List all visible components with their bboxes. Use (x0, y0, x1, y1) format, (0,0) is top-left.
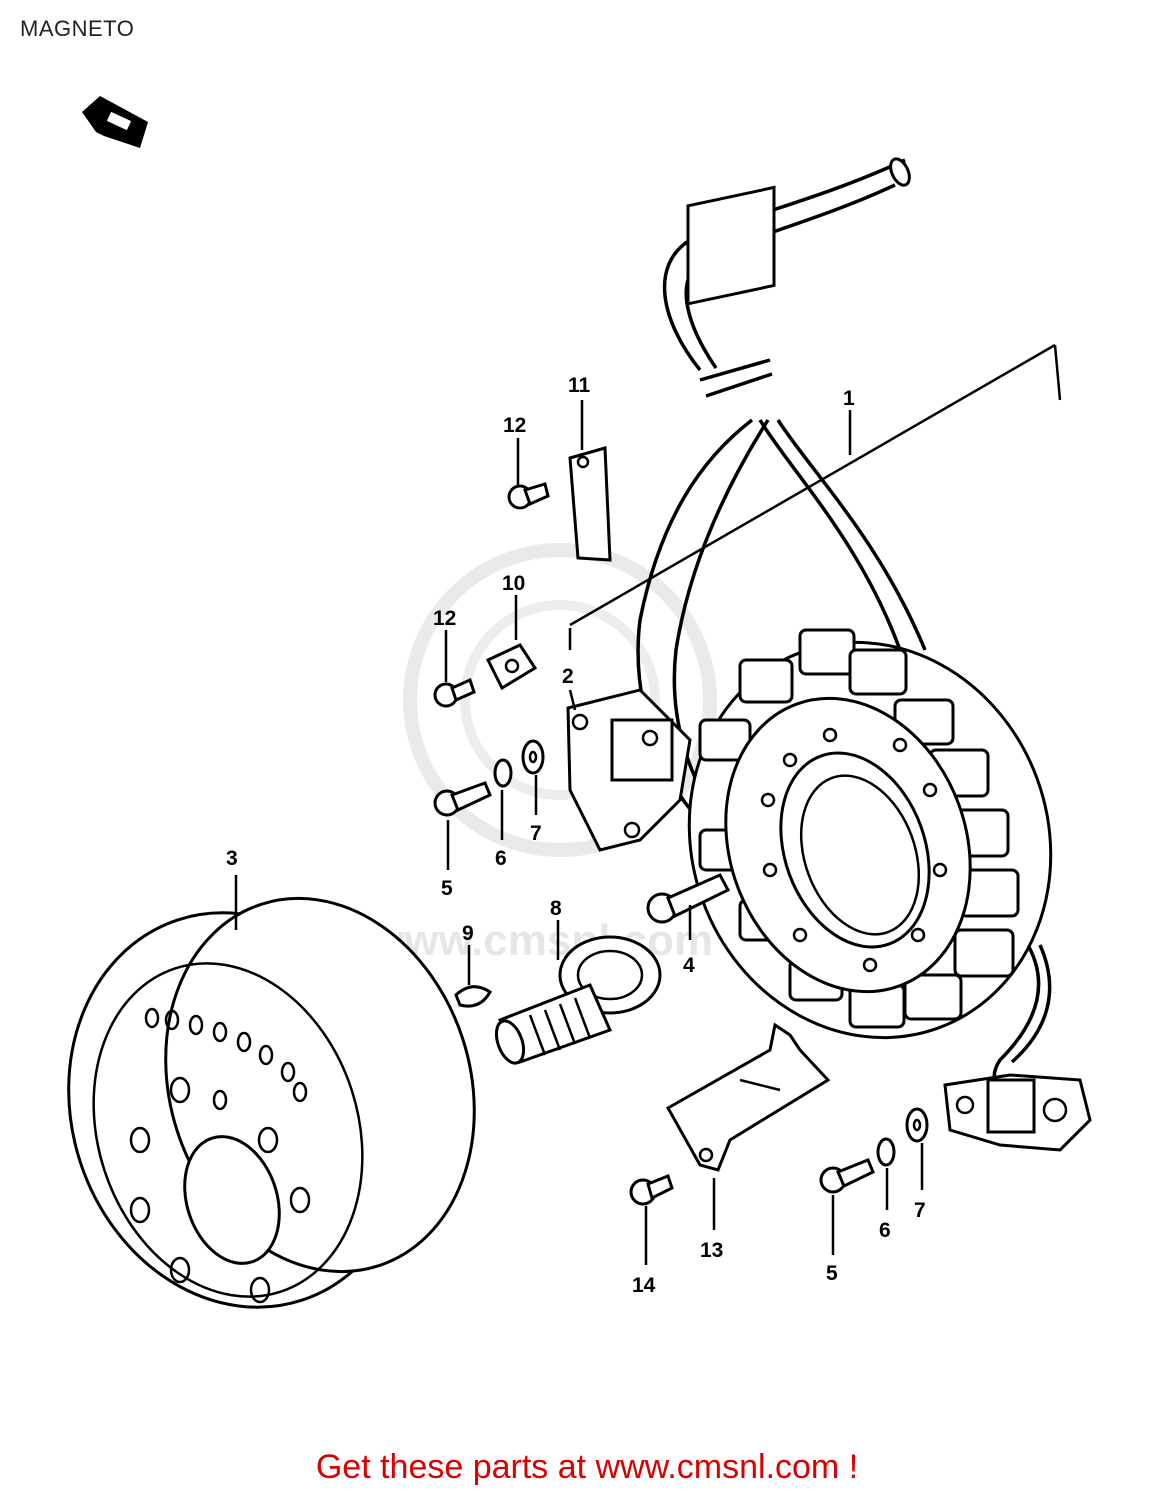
callout-13: 13 (700, 1239, 723, 1262)
callout-7-lower: 7 (914, 1199, 926, 1222)
callout-12-lower: 12 (433, 607, 456, 630)
screw-12-lower (433, 677, 476, 708)
callout-12-upper: 12 (503, 414, 526, 437)
callout-1: 1 (843, 387, 855, 410)
screw-5-lower (819, 1158, 875, 1194)
callout-14: 14 (632, 1274, 656, 1297)
footer-link-text[interactable]: Get these parts at www.cmsnl.com ! (315, 1448, 859, 1486)
clamp-10 (485, 643, 538, 691)
clamp-11 (568, 446, 612, 562)
washer-7-upper (521, 739, 545, 775)
callout-5-upper: 5 (441, 877, 453, 900)
leader-lines (234, 343, 1062, 1265)
callout-8: 8 (550, 897, 562, 920)
screw-12-upper (507, 482, 550, 510)
pickup-coil-plate (566, 688, 692, 852)
lock-washer-6-upper (493, 758, 513, 788)
woodruff-key (454, 985, 492, 1008)
screw-14 (629, 1174, 674, 1206)
page-title: MAGNETO (20, 16, 135, 41)
rotor (67, 896, 476, 1309)
callout-6-lower: 6 (879, 1219, 891, 1242)
callout-5-lower: 5 (826, 1262, 838, 1285)
callout-10: 10 (502, 572, 525, 595)
lock-washer-6-lower (876, 1137, 896, 1167)
stator-assembly (687, 628, 1053, 1040)
washer-7-lower (905, 1107, 929, 1143)
callout-11: 11 (568, 374, 591, 397)
callout-4: 4 (683, 954, 695, 977)
watermark-logo (403, 543, 717, 857)
screw-4 (646, 873, 731, 924)
wire-harness (636, 157, 1052, 1092)
pickup-coil (943, 1073, 1092, 1152)
wire-bracket (665, 1022, 831, 1172)
callout-2: 2 (562, 665, 574, 688)
callout-6-upper: 6 (495, 847, 507, 870)
rotor-bolt (494, 935, 662, 1065)
callout-3: 3 (226, 847, 238, 870)
screw-5-upper (433, 781, 492, 817)
callout-9: 9 (462, 922, 474, 945)
callout-7-upper: 7 (530, 822, 542, 845)
front-direction-arrow-icon (82, 96, 148, 148)
